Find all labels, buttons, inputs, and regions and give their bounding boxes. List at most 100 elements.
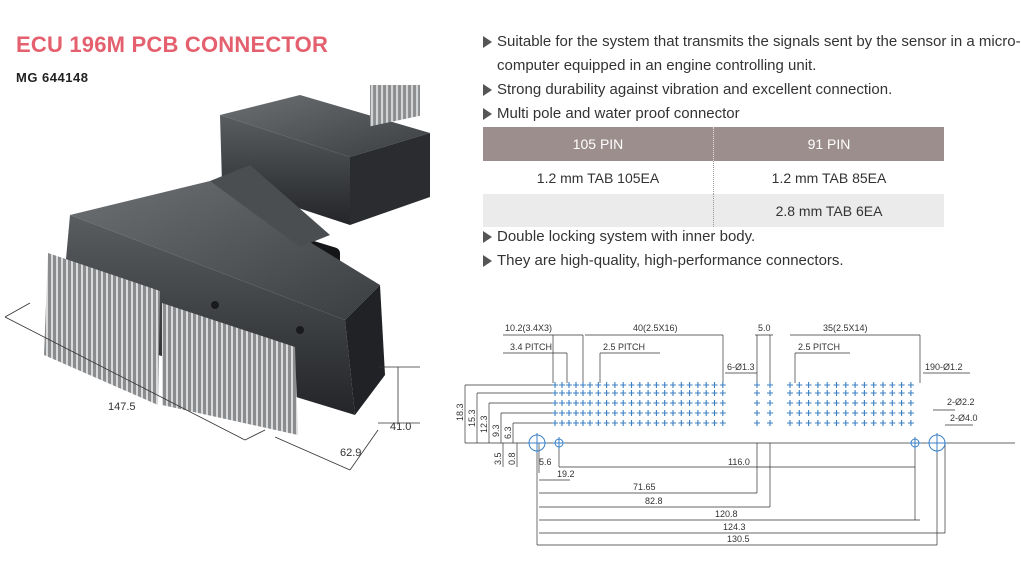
- pin-mark: [889, 390, 896, 396]
- pin-mark: [852, 410, 859, 416]
- pin-mark: [678, 390, 685, 396]
- pin-mark: [703, 382, 710, 388]
- pin-mark: [787, 400, 793, 406]
- pin-mark: [754, 382, 760, 388]
- pin-mark: [842, 420, 849, 426]
- pin-mark: [754, 420, 760, 426]
- pin-mark: [620, 390, 627, 396]
- pin-mark: [645, 400, 652, 406]
- pin-mark: [645, 410, 652, 416]
- pin-mark: [833, 410, 840, 416]
- pin-mark: [719, 410, 726, 416]
- pin-mark: [678, 420, 685, 426]
- feature-list-bottom: Double locking system with inner body. T…: [483, 225, 1021, 273]
- pin-mark: [861, 420, 868, 426]
- pin-mark: [636, 382, 643, 388]
- pin-mark: [824, 382, 831, 388]
- pin-mark: [814, 400, 821, 406]
- pin-mark: [796, 382, 803, 388]
- pin-mark: [767, 420, 773, 426]
- feature-item: Strong durability against vibration and …: [483, 78, 1021, 102]
- pin-mark: [754, 390, 760, 396]
- pin-mark: [620, 420, 627, 426]
- pin-mark: [686, 400, 693, 406]
- dim-label: 5.6: [539, 457, 552, 467]
- dim-length-label: 147.5: [108, 401, 136, 413]
- pin-mark: [907, 400, 914, 406]
- pin-mark: [587, 390, 593, 396]
- feature-item: They are high-quality, high-performance …: [483, 249, 1021, 273]
- pin-mark: [611, 390, 618, 396]
- pin-mark: [661, 400, 668, 406]
- pin-mark: [861, 382, 868, 388]
- dim-width-label: 62.9: [340, 447, 361, 459]
- dim-label: 120.8: [715, 509, 738, 519]
- dim-label: 190-Ø1.2: [925, 362, 963, 372]
- table-row: 1.2 mm TAB 105EA 1.2 mm TAB 85EA: [483, 161, 944, 194]
- pin-mark: [603, 410, 610, 416]
- pin-mark: [566, 382, 572, 388]
- triangle-bullet-icon: [483, 36, 492, 48]
- dim-label: 35(2.5X14): [823, 323, 868, 333]
- dim-label: 2-Ø4.0: [950, 413, 978, 423]
- pin-mark: [686, 410, 693, 416]
- pin-mark: [814, 410, 821, 416]
- pin-mark: [661, 382, 668, 388]
- pin-mark: [703, 400, 710, 406]
- pin-mark: [852, 390, 859, 396]
- feature-list-top: Suitable for the system that transmits t…: [483, 30, 1021, 126]
- pin-mark: [645, 420, 652, 426]
- pin-mark: [719, 400, 726, 406]
- pin-mark: [603, 382, 610, 388]
- pin-mark: [694, 420, 701, 426]
- pin-mark: [814, 382, 821, 388]
- dim-label: 0.8: [507, 452, 517, 465]
- pin-mark: [703, 390, 710, 396]
- pin-mark: [824, 400, 831, 406]
- dim-label: 5.0: [758, 323, 771, 333]
- pin-mark: [703, 420, 710, 426]
- pin-mark: [787, 382, 793, 388]
- pin-mark: [603, 390, 610, 396]
- pin-mark: [566, 390, 572, 396]
- pin-mark: [645, 382, 652, 388]
- pin-mark: [595, 420, 602, 426]
- dim-label: 12.3: [479, 415, 489, 433]
- pin-mark: [754, 400, 760, 406]
- pin-mark: [833, 390, 840, 396]
- dim-label: 116.0: [728, 457, 750, 467]
- pin-mark: [842, 382, 849, 388]
- pin-mark: [559, 390, 565, 396]
- large-connector-image: [44, 165, 385, 435]
- pin-mark: [653, 420, 660, 426]
- pin-mark: [573, 400, 579, 406]
- pin-mark: [719, 390, 726, 396]
- dim-label: 40(2.5X16): [633, 323, 678, 333]
- pin-mark: [842, 400, 849, 406]
- pin-mark: [636, 400, 643, 406]
- pin-mark: [645, 390, 652, 396]
- pin-mark: [686, 420, 693, 426]
- pin-mark: [805, 420, 812, 426]
- pin-mark: [694, 382, 701, 388]
- pin-mark: [814, 390, 821, 396]
- pin-mark: [611, 420, 618, 426]
- dim-label: 6-Ø1.3: [727, 362, 755, 372]
- pin-mark: [796, 410, 803, 416]
- pin-mark: [603, 420, 610, 426]
- pin-mark: [552, 400, 558, 406]
- dim-label: 15.3: [467, 409, 477, 427]
- table-header-91-pin: 91 PIN: [713, 127, 944, 161]
- pin-mark: [833, 400, 840, 406]
- pin-mark: [898, 400, 905, 406]
- pin-mark: [852, 400, 859, 406]
- pin-mark: [805, 410, 812, 416]
- pin-mark: [552, 390, 558, 396]
- dim-label: 10.2(3.4X3): [505, 323, 552, 333]
- pcb-layout-drawing: 10.2(3.4X3) 40(2.5X16) 5.0 35(2.5X14) 3.…: [455, 323, 1015, 546]
- pin-mark: [719, 420, 726, 426]
- pin-mark: [653, 400, 660, 406]
- pin-mark: [628, 400, 635, 406]
- dim-label: 124.3: [723, 522, 746, 532]
- pin-mark: [661, 410, 668, 416]
